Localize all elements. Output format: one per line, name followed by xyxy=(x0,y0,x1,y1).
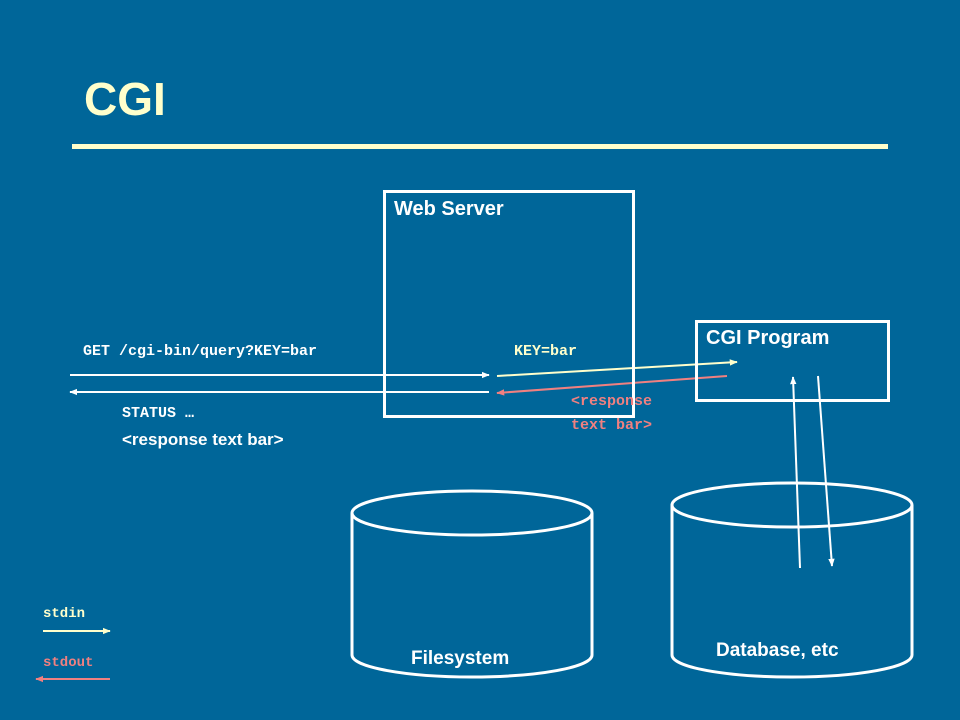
web-server-box xyxy=(383,190,635,418)
cgi-program-box xyxy=(695,320,890,402)
cgi-program-label: CGI Program xyxy=(706,327,830,349)
filesystem-cylinder xyxy=(350,489,594,679)
stdout-arrow xyxy=(496,375,728,396)
web-server-label: Web Server xyxy=(394,198,504,220)
legend-stdin-label: stdin xyxy=(43,606,86,622)
title-underline xyxy=(72,144,888,149)
http-request-label: GET /cgi-bin/query?KEY=bar xyxy=(83,343,318,360)
cgi-input-label: KEY=bar xyxy=(514,343,578,360)
page-title: CGI xyxy=(84,73,166,125)
database-cylinder xyxy=(670,481,914,679)
cgi-output-label: <response text bar> xyxy=(571,393,653,434)
filesystem-label: Filesystem xyxy=(411,648,510,669)
response-body-label: <response text bar> xyxy=(122,430,284,449)
legend-stdout-label: stdout xyxy=(43,655,94,671)
database-label: Database, etc xyxy=(716,640,839,661)
db-to-cgi-arrow xyxy=(790,376,801,569)
cgi-to-db-arrow xyxy=(817,375,835,567)
response-status-label: STATUS … xyxy=(122,405,195,422)
